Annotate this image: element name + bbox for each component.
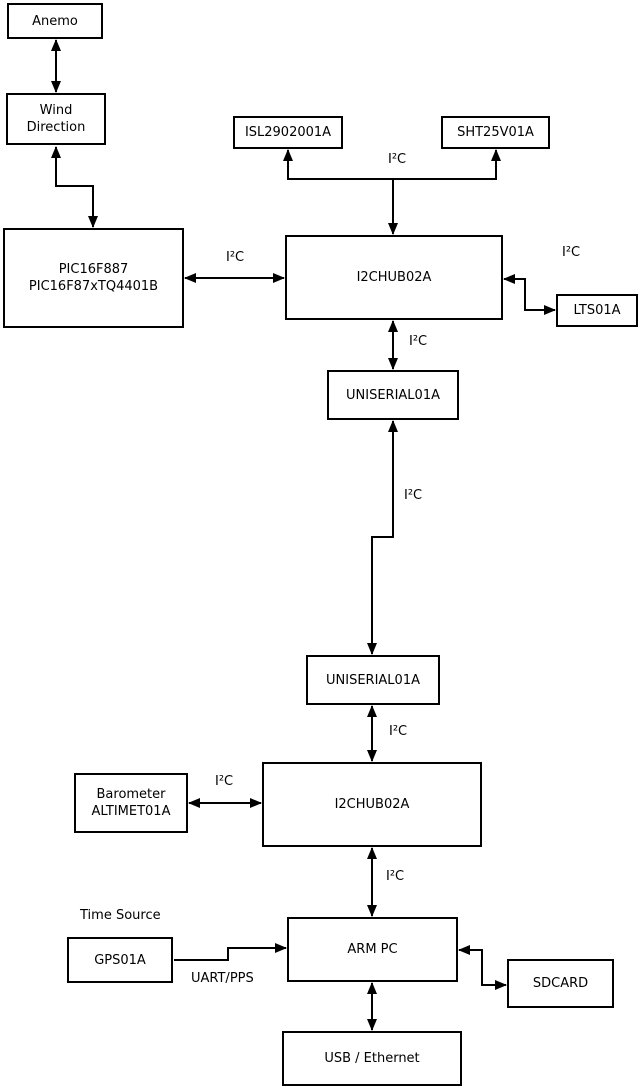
node-wind-direction-label-line2: Direction	[26, 120, 86, 135]
node-uniserial01a-bottom-label: UNISERIAL01A	[326, 672, 420, 688]
node-pic16f887: PIC16F887 PIC16F87xTQ4401B	[3, 228, 184, 328]
node-arm-pc: ARM PC	[287, 917, 458, 982]
node-isl2902001a-label: ISL2902001A	[244, 125, 332, 140]
node-isl2902001a: ISL2902001A	[233, 116, 343, 149]
node-barometer-altimet01a: Barometer ALTIMET01A	[74, 773, 188, 833]
node-uniserial01a-top-label: UNISERIAL01A	[346, 387, 440, 403]
node-pic16f887-label-line1: PIC16F887	[58, 262, 129, 277]
node-sdcard-label: SDCARD	[532, 976, 589, 991]
node-pic16f887-label-line2: PIC16F87xTQ4401B	[28, 279, 159, 294]
node-lts01a-label: LTS01A	[573, 303, 621, 318]
edge-label-lts-i2c: I²C	[562, 245, 581, 260]
node-gps01a-label: GPS01A	[94, 952, 146, 968]
connector-gps-armpc	[174, 943, 287, 961]
node-barometer-label-line2: ALTIMET01A	[91, 804, 171, 819]
node-barometer-label-line1: Barometer	[96, 787, 166, 802]
edge-label-uniserial-hub-i2c: I²C	[389, 724, 408, 739]
node-sht25v01a: SHT25V01A	[441, 116, 550, 149]
edge-label-pic-i2c: I²C	[226, 250, 245, 265]
node-anemo-label: Anemo	[32, 13, 78, 29]
edge-label-uniserial-link-i2c: I²C	[404, 488, 423, 503]
connector-winddirection-pic	[51, 146, 98, 228]
node-i2chub02a-top: I2CHUB02A	[285, 235, 503, 320]
node-uniserial01a-bottom: UNISERIAL01A	[306, 655, 440, 705]
node-gps01a: GPS01A	[67, 937, 173, 983]
connector-armpc-sdcard	[458, 945, 507, 990]
node-uniserial01a-top: UNISERIAL01A	[327, 370, 459, 420]
node-sdcard: SDCARD	[507, 959, 614, 1008]
node-anemo: Anemo	[7, 3, 103, 39]
edge-label-time-source: Time Source	[80, 908, 161, 923]
node-wind-direction-label-line1: Wind	[39, 103, 73, 118]
edge-label-hub-armpc-i2c: I²C	[386, 869, 405, 884]
node-usb-ethernet-label: USB / Ethernet	[324, 1051, 420, 1066]
edge-label-hub-uniserial-i2c: I²C	[409, 334, 428, 349]
edge-label-uart-pps: UART/PPS	[191, 971, 254, 986]
node-i2chub02a-bottom: I2CHUB02A	[262, 762, 482, 847]
connector-uniserialtop-uniserialbottom	[367, 420, 398, 655]
edge-label-barometer-i2c: I²C	[215, 774, 234, 789]
node-i2chub02a-bottom-label: I2CHUB02A	[334, 797, 410, 812]
connector-i2chubtop-lts01a	[503, 274, 556, 315]
node-wind-direction: Wind Direction	[6, 93, 106, 145]
node-sht25v01a-label: SHT25V01A	[457, 125, 534, 140]
edge-label-sensors-i2c: I²C	[388, 152, 407, 167]
node-arm-pc-label: ARM PC	[347, 942, 398, 957]
node-lts01a: LTS01A	[556, 294, 638, 327]
node-usb-ethernet: USB / Ethernet	[282, 1031, 462, 1086]
node-i2chub02a-top-label: I2CHUB02A	[356, 270, 432, 285]
